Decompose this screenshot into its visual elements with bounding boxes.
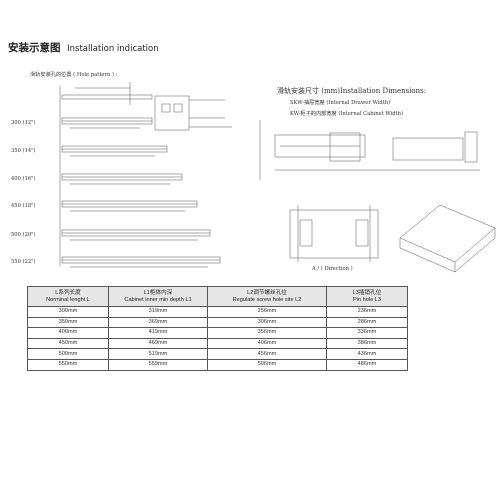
table-cell: 319mm	[108, 306, 208, 318]
table-header-row: L系列长度 Norminal lenght L L1柜体内深 Cabinet i…	[27, 286, 408, 307]
title-zh: 安装示意图	[8, 42, 61, 54]
table-cell: 519mm	[108, 348, 208, 360]
table-cell: 486mm	[326, 358, 408, 371]
hole-pattern-drawing	[59, 82, 232, 266]
slide-rail-500	[61, 229, 211, 241]
table-cell: 300mm	[27, 306, 109, 318]
table-cell: 336mm	[326, 327, 408, 339]
header-zh: L3插销孔位	[352, 289, 382, 296]
table-row: 300mm 319mm 256mm 236mm	[27, 306, 408, 318]
table-cell: 506mm	[207, 358, 327, 371]
table-cell: 456mm	[207, 348, 327, 360]
direction-label: A / ( Direction )	[312, 266, 353, 272]
header-nominal-length: L系列长度 Norminal lenght L	[27, 286, 109, 307]
header-cabinet-depth: L1柜体内深 Cabinet inner min depth L1	[108, 286, 208, 307]
cross-section-drawing	[259, 120, 480, 180]
table-cell: 286mm	[326, 316, 408, 329]
title-en: Installation indication	[67, 44, 159, 54]
drawer-width-note: SKW-抽屉宽度 (Internal Drawer Width)	[290, 100, 391, 106]
hole-pattern-label: 滑轨安装孔的位置 ( Hole pattern ) :	[30, 72, 118, 78]
table-cell: 306mm	[207, 316, 327, 329]
slide-rail-550	[61, 256, 221, 268]
table-cell: 256mm	[207, 306, 327, 318]
table-cell: 550mm	[27, 358, 109, 371]
slide-rail-400	[61, 173, 183, 185]
table-cell: 386mm	[326, 337, 408, 350]
table-cell: 436mm	[326, 348, 408, 360]
table-cell: 350mm	[27, 316, 109, 329]
table-row: 350mm 369mm 306mm 286mm	[27, 316, 408, 329]
table-cell: 356mm	[207, 327, 327, 339]
table-cell: 500mm	[27, 348, 109, 360]
row-label-300: 300 (12")	[11, 120, 36, 126]
slide-rail-300	[61, 117, 153, 129]
header-en: Norminal lenght L	[46, 296, 90, 303]
page-title: 安装示意图 Installation indication	[8, 40, 159, 55]
header-en: Regulate screw hole site L2	[232, 296, 302, 303]
row-label-450: 450 (18")	[11, 203, 36, 209]
table-cell: 406mm	[207, 337, 327, 350]
row-label-400: 400 (16")	[11, 176, 36, 182]
table-row: 500mm 519mm 456mm 436mm	[27, 348, 408, 360]
table-cell: 400mm	[27, 327, 109, 339]
spec-table: L系列长度 Norminal lenght L L1柜体内深 Cabinet i…	[27, 286, 408, 371]
header-zh: L1柜体内深	[143, 289, 173, 296]
row-label-350: 350 (14")	[11, 148, 36, 154]
table-cell: 369mm	[108, 316, 208, 329]
slide-rail-450	[61, 200, 198, 212]
table-cell: 236mm	[326, 306, 408, 318]
header-en: Cabinet inner min depth L1	[124, 296, 192, 303]
table-cell: 419mm	[108, 327, 208, 339]
header-pin-hole: L3插销孔位 Pin hole L3	[326, 286, 408, 307]
table-row: 450mm 469mm 406mm 386mm	[27, 337, 408, 350]
installation-dimensions-title: 滑轨安装尺寸 (mm)Installation Dimensions:	[277, 87, 427, 95]
header-en: Pin hole L3	[353, 296, 381, 303]
header-zh: L系列长度	[55, 289, 81, 296]
table-row: 550mm 559mm 506mm 486mm	[27, 358, 408, 371]
row-label-500: 500 (20")	[11, 232, 36, 238]
header-zh: L2调节螺丝孔位	[247, 289, 287, 296]
technical-drawings	[59, 82, 496, 273]
perspective-drawing	[399, 204, 496, 273]
table-row: 400mm 419mm 356mm 336mm	[27, 327, 408, 339]
table-cell: 450mm	[27, 337, 109, 350]
table-cell: 559mm	[108, 358, 208, 371]
table-cell: 469mm	[108, 337, 208, 350]
row-label-550: 550 (22")	[11, 259, 36, 265]
front-view-drawing	[289, 205, 379, 262]
slide-rail-350	[61, 145, 168, 157]
cabinet-width-note: KW-柜子的内部宽度 (Internal Cabinet Width)	[290, 111, 404, 117]
header-regulate-screw: L2调节螺丝孔位 Regulate screw hole site L2	[207, 286, 327, 307]
